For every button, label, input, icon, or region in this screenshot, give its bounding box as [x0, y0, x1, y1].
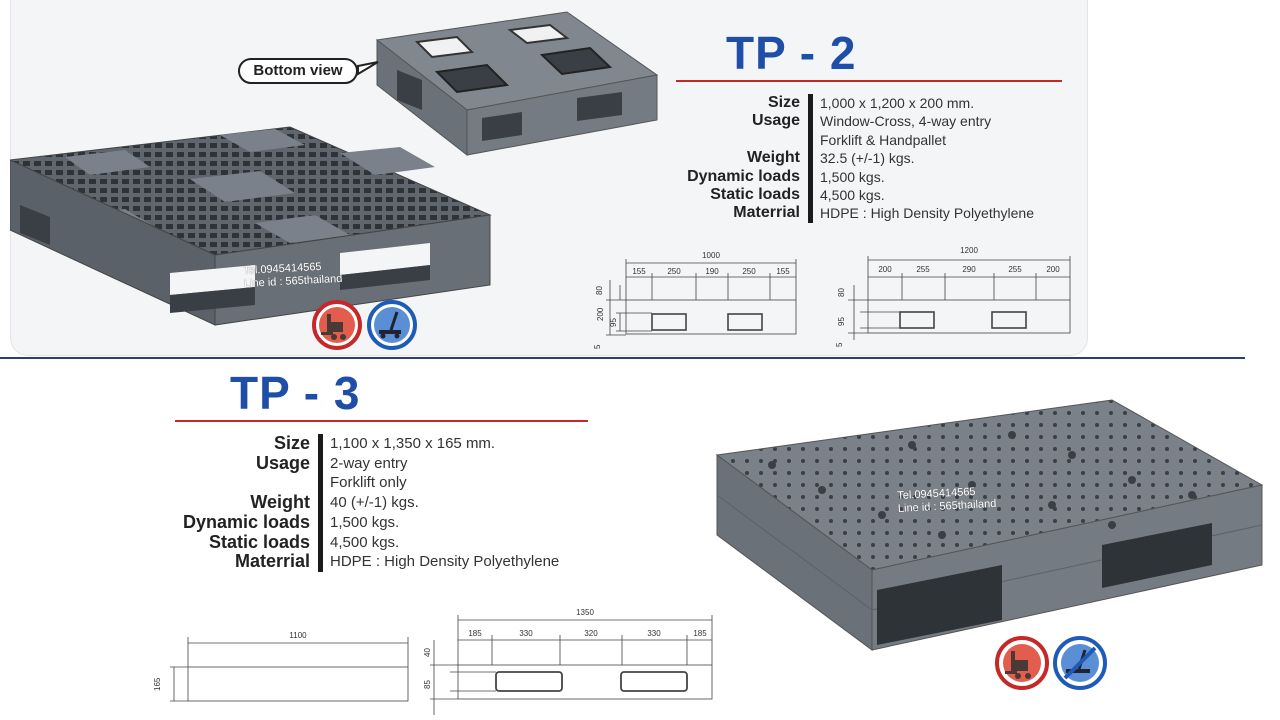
tp2-dim-1: 155: [632, 267, 646, 276]
callout-pointer: [357, 61, 379, 76]
tp2-len-4: 255: [1008, 265, 1022, 274]
tp2-drawing-length: 1200 200 255 290 255 200 80 95 5: [835, 246, 1071, 347]
tp3-title-rule: [175, 420, 588, 422]
tp2-dim-4: 250: [742, 267, 756, 276]
spec-label-usage: Usage: [751, 112, 800, 130]
tp3-spec-table: Size Usage Weight Dynamic loads Static l…: [155, 433, 560, 572]
spec-value-usage-2: Forklift only: [330, 474, 407, 492]
tp2-len-3: 290: [962, 265, 976, 274]
tp2-dim-5: 155: [776, 267, 790, 276]
spec-value-usage: 2-way entry: [330, 454, 408, 472]
spec-label-static: Static loads: [710, 186, 800, 204]
tp2-spec-table: Size Usage Weight Dynamic loads Static l…: [660, 94, 1034, 223]
forklift-icon: [995, 636, 1049, 690]
tp3-len-2: 330: [519, 629, 533, 638]
spec-label-usage: Usage: [255, 452, 310, 473]
tp3-watermark: Tel.0945414565 Line id : 565thailand: [897, 485, 997, 516]
spec-label-weight: Weight: [746, 149, 800, 167]
tp3-dim-total: 1100: [289, 631, 307, 640]
tp3-len-height-mid: 85: [423, 680, 432, 689]
spec-value-material: HDPE : High Density Polyethylene: [820, 205, 1034, 222]
spec-label-weight: Weight: [250, 492, 310, 513]
tp3-len-total: 1350: [576, 608, 594, 617]
spec-label-material: Materrial: [733, 204, 800, 222]
tp2-watermark: Tel.0945414565 Line id : 565thailand: [243, 260, 343, 291]
tp2-dim-3: 190: [705, 267, 719, 276]
spec-label-blank: [660, 131, 800, 149]
spec-label-size: Size: [767, 94, 800, 111]
spec-label-dynamic: Dynamic loads: [182, 511, 310, 532]
tp3-title: TP - 3: [230, 367, 361, 419]
spec-value-dynamic: 1,500 kgs.: [330, 513, 400, 531]
tp2-bottom-view-image: [375, 11, 659, 157]
spec-value-size: 1,000 x 1,200 x 200 mm.: [820, 95, 975, 111]
tp3-len-5: 185: [693, 629, 707, 638]
tp3-len-1: 185: [468, 629, 482, 638]
bottom-view-callout: Bottom view: [238, 58, 358, 84]
spec-value-size: 1,100 x 1,350 x 165 mm.: [330, 435, 496, 452]
tp2-len-1: 200: [878, 265, 892, 274]
spec-label-static: Static loads: [208, 531, 310, 552]
spec-value-weight: 32.5 (+/-1) kgs.: [820, 150, 915, 167]
tp2-title-rule: [676, 80, 1062, 82]
spec-value-weight: 40 (+/-1) kgs.: [330, 494, 419, 512]
spec-divider-bar: [808, 94, 813, 223]
spec-divider-bar: [318, 434, 323, 572]
tp2-len-height-bot: 5: [835, 342, 844, 347]
tp2-len-2: 255: [916, 265, 930, 274]
spec-value-static: 4,500 kgs.: [820, 187, 885, 204]
tp3-drawing-width: 1100 165: [153, 631, 409, 702]
tp2-dim-height-total: 200: [596, 307, 605, 321]
tp2-len-height-mid: 95: [837, 317, 846, 326]
tp2-dim-height-bot: 5: [593, 344, 602, 349]
spec-value-static: 4,500 kgs.: [330, 533, 400, 551]
spec-value-dynamic: 1,500 kgs.: [820, 168, 885, 185]
tp2-dim-height-top: 80: [595, 286, 604, 295]
tp2-title: TP - 2: [726, 27, 857, 79]
tp2-len-total: 1200: [960, 246, 978, 255]
tp2-len-5: 200: [1046, 265, 1060, 274]
tp3-dim-height: 165: [153, 677, 162, 691]
spec-value-usage: Window-Cross, 4-way entry: [820, 113, 992, 130]
tp2-drawing-width: 1000 155 250 190 250 155 200 80 95 5: [593, 251, 797, 349]
tp2-dim-height-mid: 95: [609, 318, 618, 327]
spec-value-usage-2: Forklift & Handpallet: [820, 131, 947, 148]
tp2-dim-total: 1000: [702, 251, 720, 260]
tp3-len-3: 320: [584, 629, 598, 638]
tp2-len-height-top: 80: [837, 288, 846, 297]
tp3-drawing-length: 1350 185 330 320 330 185 40 85: [423, 608, 713, 715]
spec-label-size: Size: [273, 433, 310, 453]
tp3-pallet-image: [715, 399, 1264, 651]
section-divider: [0, 357, 1245, 359]
tp3-len-height-top: 40: [423, 648, 432, 657]
spec-label-material: Materrial: [234, 551, 310, 572]
handpallet-prohibited-icon: [1053, 636, 1107, 690]
spec-label-dynamic: Dynamic loads: [687, 167, 800, 185]
handpallet-icon: [367, 300, 417, 350]
spec-label-blank: [155, 473, 310, 493]
tp3-len-4: 330: [647, 629, 661, 638]
forklift-icon: [312, 300, 362, 350]
tp2-dim-2: 250: [667, 267, 681, 276]
spec-value-material: HDPE : High Density Polyethylene: [330, 553, 560, 571]
tp2-pallet-image: [10, 126, 492, 326]
